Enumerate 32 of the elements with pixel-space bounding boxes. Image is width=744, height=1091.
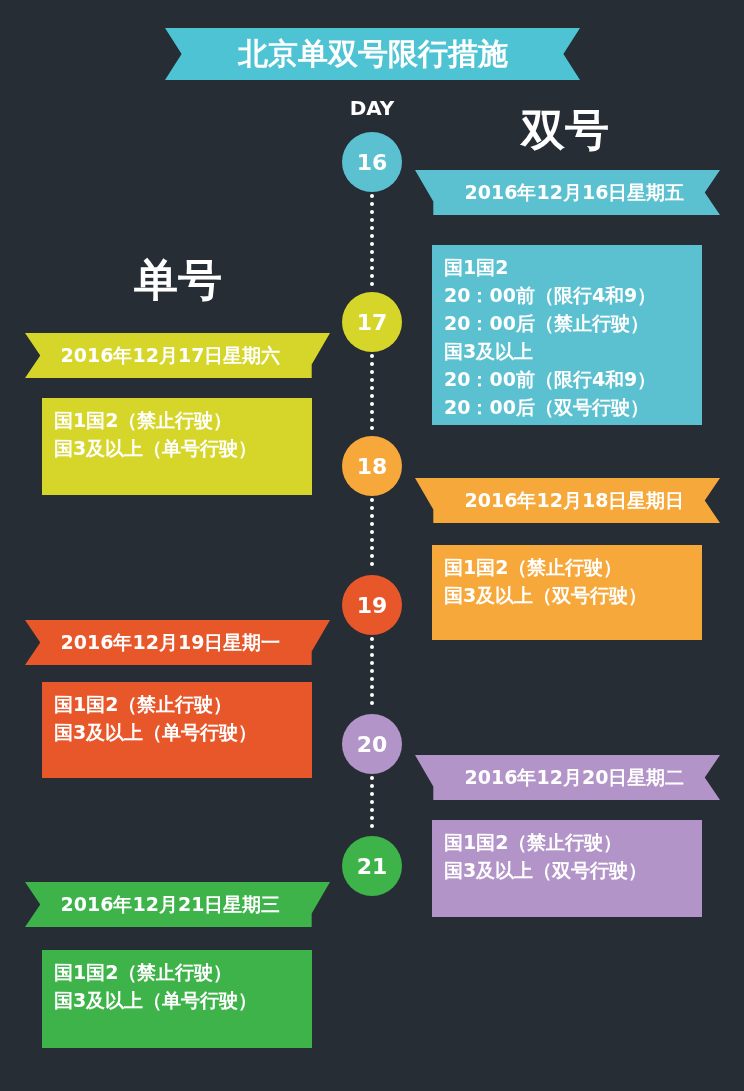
rule-text: 国1国2（禁止行驶） <box>444 555 623 580</box>
rule-text: 20：00后（禁止行驶） <box>444 311 649 336</box>
day-circle: 16 <box>342 132 402 192</box>
rule-text: 20：00前（限行4和9） <box>444 283 657 308</box>
rule-text: 国3及以上 <box>444 339 534 364</box>
rule-text: 国3及以上（双号行驶） <box>444 583 648 608</box>
rule-text: 国1国2（禁止行驶） <box>444 830 623 855</box>
day-label: DAY <box>349 96 395 120</box>
date-ribbon: 2016年12月20日星期二 <box>415 755 720 800</box>
date-ribbon: 2016年12月21日星期三 <box>25 882 330 927</box>
rule-text: 国3及以上（单号行驶） <box>54 988 258 1013</box>
rule-text: 国3及以上（单号行驶） <box>54 720 258 745</box>
rule-text: 国1国2（禁止行驶） <box>54 692 233 717</box>
rule-text: 国3及以上（双号行驶） <box>444 858 648 883</box>
date-ribbon: 2016年12月18日星期日 <box>415 478 720 523</box>
date-ribbon: 2016年12月19日星期一 <box>25 620 330 665</box>
rule-text: 国1国2（禁止行驶） <box>54 408 233 433</box>
date-ribbon: 2016年12月17日星期六 <box>25 333 330 378</box>
rule-text: 20：00后（双号行驶） <box>444 395 649 420</box>
heading: 双号 <box>521 102 609 157</box>
day-circle: 19 <box>342 575 402 635</box>
rule-text: 国3及以上（单号行驶） <box>54 436 258 461</box>
title-ribbon: 北京单双号限行措施 <box>165 28 580 80</box>
day-circle: 21 <box>342 836 402 896</box>
date-ribbon: 2016年12月16日星期五 <box>415 170 720 215</box>
rule-text: 国1国2 <box>444 255 509 280</box>
rule-text: 国1国2（禁止行驶） <box>54 960 233 985</box>
rule-text: 20：00前（限行4和9） <box>444 367 657 392</box>
day-circle: 18 <box>342 436 402 496</box>
heading: 单号 <box>134 252 222 307</box>
day-circle: 17 <box>342 292 402 352</box>
day-circle: 20 <box>342 714 402 774</box>
